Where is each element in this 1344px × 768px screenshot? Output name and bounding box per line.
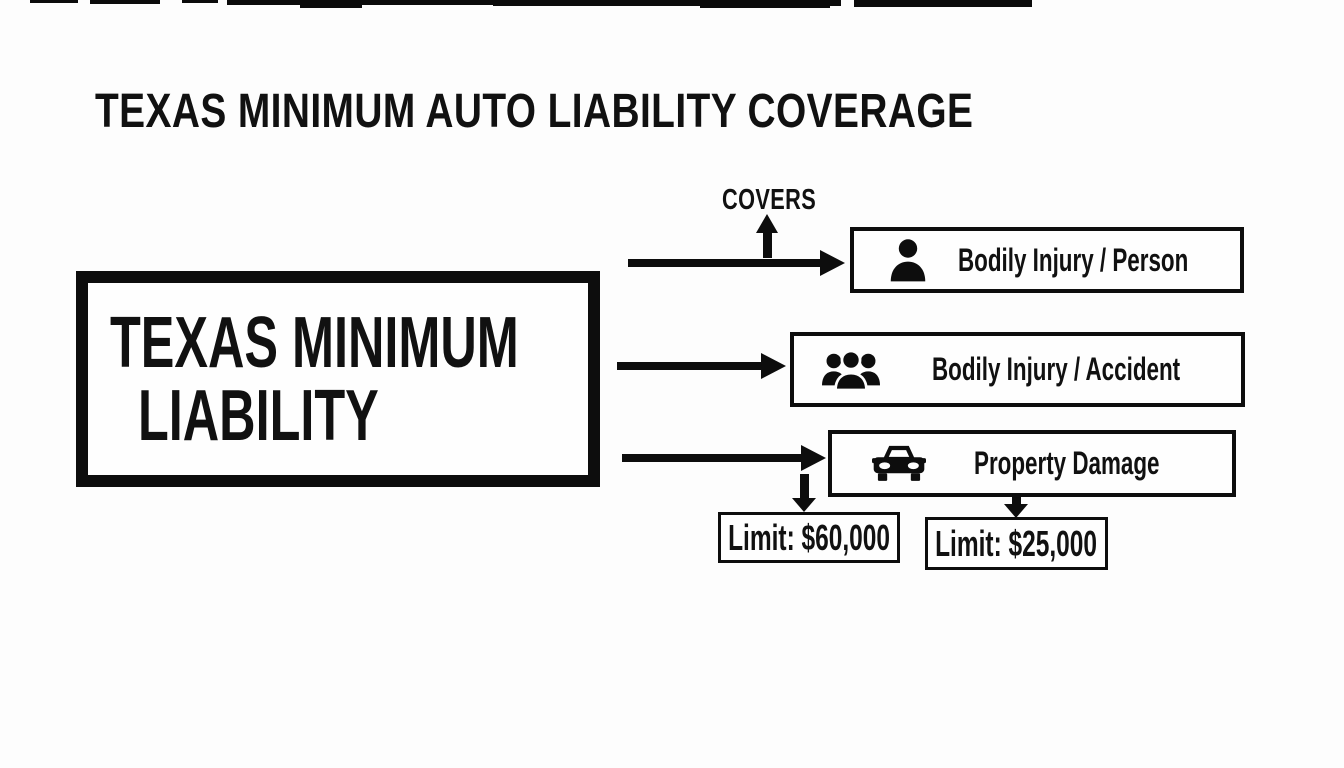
limit-label: Limit: $60,000 — [728, 516, 890, 558]
coverage-box-bodily-injury-person: Bodily Injury / Person — [850, 227, 1244, 293]
coverage-box-bodily-injury-accident: Bodily Injury / Accident — [790, 332, 1245, 407]
car-icon — [872, 445, 926, 483]
page-title: TEXAS MINIMUM AUTO LIABILITY COVERAGE — [95, 85, 974, 138]
person-icon — [888, 237, 928, 283]
limit-box-25000: Limit: $25,000 — [925, 517, 1108, 570]
covers-label: COVERS — [722, 184, 817, 216]
group-icon — [822, 349, 880, 391]
coverage-label: Bodily Injury / Person — [958, 241, 1189, 278]
limit-label: Limit: $25,000 — [935, 522, 1098, 564]
coverage-box-property-damage: Property Damage — [828, 430, 1236, 497]
source-box-line2: LIABILITY — [138, 376, 379, 456]
source-box-line1: TEXAS MINIMUM — [110, 303, 519, 383]
limit-box-60000: Limit: $60,000 — [718, 512, 900, 563]
coverage-label: Property Damage — [974, 445, 1160, 481]
texas-minimum-liability-box: TEXAS MINIMUM LIABILITY — [76, 271, 600, 487]
coverage-label: Bodily Injury / Accident — [932, 351, 1181, 387]
